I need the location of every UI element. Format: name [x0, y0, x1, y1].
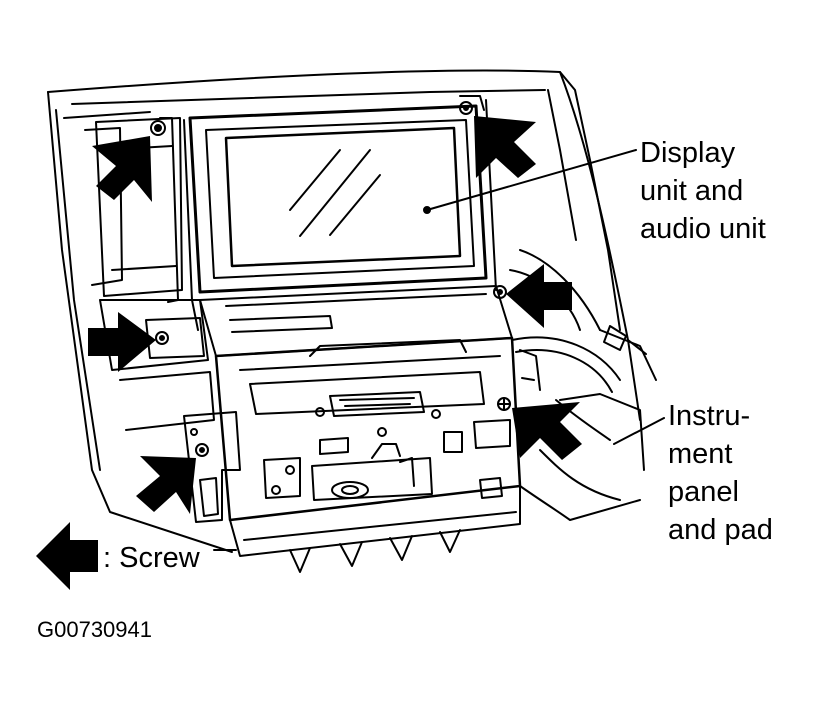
display-leader-line [426, 149, 637, 211]
instrument-callout-line-1: Instru- [668, 400, 751, 432]
figure-code: G00730941 [37, 617, 152, 642]
audio-unit [199, 285, 541, 573]
screw-legend-arrow-icon [36, 522, 98, 590]
lower-right-screw [497, 397, 511, 411]
screw-legend-label: : Screw [103, 542, 200, 574]
wiring-harness [511, 325, 657, 521]
arrow-icon-left-middle [88, 312, 156, 372]
display-callout-line-1: Display [640, 137, 736, 169]
instrument-callout-line-2: ment [668, 438, 733, 470]
arrow-icon-right-middle [506, 264, 572, 328]
arrow-icon-lower-right [512, 402, 582, 460]
instrument-panel-callout: Instru- ment panel and pad [668, 397, 773, 549]
instrument-panel-shell [47, 69, 641, 553]
arrow-icon-lower-left [136, 456, 196, 514]
display-callout-line-2: unit and [640, 175, 744, 207]
arrow-icon-upper-left [92, 136, 152, 202]
instrument-leader-line [613, 417, 665, 445]
instrument-callout-line-3: panel [668, 476, 739, 508]
upper-right-screw [459, 101, 473, 115]
arrow-icon-upper-right [474, 116, 536, 178]
upper-left-screw [150, 120, 166, 136]
right-side-screw [493, 285, 507, 299]
display-callout-line-3: audio unit [640, 213, 766, 245]
display-unit-callout: Display unit and audio unit [640, 134, 766, 248]
left-vent-bezel [95, 117, 215, 431]
instrument-callout-line-4: and pad [668, 514, 773, 546]
